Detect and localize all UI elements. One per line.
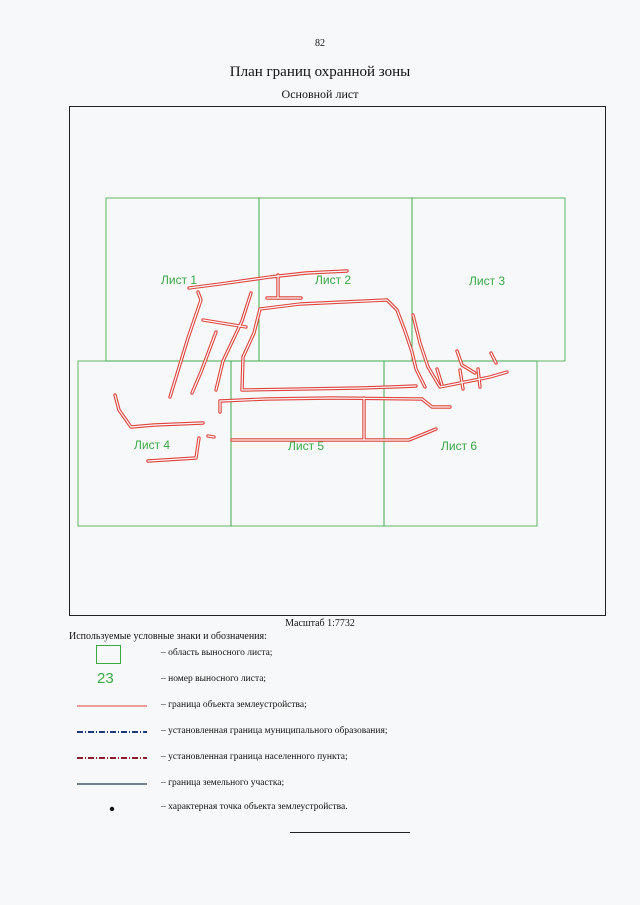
sheet-area-symbol [69, 644, 159, 666]
sheet-label-3: Лист 3 [469, 274, 505, 288]
legend-row-sheet-area: – область выносного листа; [69, 644, 569, 666]
legend-row-object-boundary: – граница объекта землеустройства; [69, 696, 569, 718]
object-boundary [113, 269, 509, 463]
page-subtitle: Основной лист [281, 87, 359, 101]
sheet-label-6: Лист 6 [441, 439, 477, 453]
land-plot-boundary-symbol [69, 774, 159, 796]
municipal-boundary-symbol [69, 722, 159, 744]
sheet-label-1: Лист 1 [161, 273, 197, 287]
legend-text-characteristic-point: – характерная точка объекта землеустройс… [161, 802, 348, 812]
legend-text-sheet-number: – номер выносного листа; [161, 674, 267, 684]
legend-text-sheet-area: – область выносного листа; [161, 648, 273, 658]
legend-text-land-plot-boundary: – граница земельного участка; [161, 778, 285, 788]
page-title: План границ охранной зоны [229, 64, 411, 80]
legend-row-land-plot-boundary: – граница земельного участка; [69, 774, 569, 796]
sheet-label-4: Лист 4 [134, 438, 170, 452]
legend-row-municipal-boundary: – установленная граница муниципального о… [69, 722, 569, 744]
signature-line [290, 832, 410, 833]
object-boundary-symbol [69, 696, 159, 718]
legend-title: Используемые условные знаки и обозначени… [69, 631, 267, 642]
map-frame: Лист 1 Лист 2 Лист 3 Лист 4 Лист 5 Лист … [69, 106, 606, 616]
sheet-label-5: Лист 5 [288, 439, 324, 453]
sheet-number-symbol: 23 [69, 670, 159, 692]
legend-row-characteristic-point: – характерная точка объекта землеустройс… [69, 798, 569, 820]
characteristic-point-symbol [69, 798, 159, 820]
sheet-label-2: Лист 2 [315, 273, 351, 287]
legend-text-municipal-boundary: – установленная граница муниципального о… [161, 726, 388, 736]
settlement-boundary-symbol [69, 748, 159, 770]
map-scale: Масштаб 1:7732 [285, 618, 355, 629]
legend-row-settlement-boundary: – установленная граница населенного пунк… [69, 748, 569, 770]
legend-text-settlement-boundary: – установленная граница населенного пунк… [161, 752, 348, 762]
legend-text-object-boundary: – граница объекта землеустройства; [161, 700, 307, 710]
boundary-plan-map: Лист 1 Лист 2 Лист 3 Лист 4 Лист 5 Лист … [77, 197, 566, 527]
page-number: 82 [315, 38, 325, 49]
sheet-number-sample: 23 [97, 670, 114, 687]
legend-row-sheet-number: 23 – номер выносного листа; [69, 670, 569, 692]
point-dot-icon [109, 806, 115, 812]
